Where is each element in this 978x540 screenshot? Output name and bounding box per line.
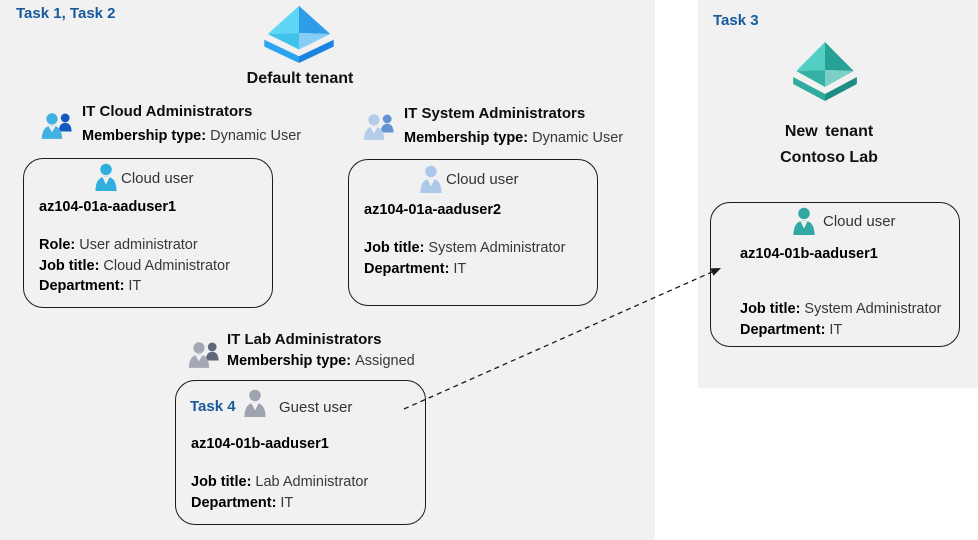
user-attributes: Job title:Lab Administrator Department:I… xyxy=(191,472,368,513)
azure-ad-icon xyxy=(264,5,334,64)
user-type-label: Cloud user xyxy=(121,170,194,187)
username: az104-01b-aaduser1 xyxy=(191,436,329,452)
group-title-system-admins: IT System Administrators xyxy=(404,105,586,122)
group-icon-system-admins xyxy=(363,114,394,140)
attribute-label: Department: xyxy=(39,278,125,294)
membership-value: Dynamic User xyxy=(210,128,302,144)
attribute-row: Role:User administrator xyxy=(39,235,230,256)
user-type-label: Cloud user xyxy=(823,213,896,230)
user-attributes: Job title:System Administrator Departmen… xyxy=(740,299,941,340)
attribute-label: Department: xyxy=(740,321,826,338)
username: az104-01a-aaduser2 xyxy=(364,202,502,218)
attribute-row: Department:IT xyxy=(39,276,230,297)
membership-label: Membership type: xyxy=(404,130,529,146)
task-4-label: Task 4 xyxy=(190,398,236,415)
membership-value: Assigned xyxy=(355,353,415,369)
attribute-value: Cloud Administrator xyxy=(103,257,230,274)
new-tenant-title-line1: New tenant xyxy=(784,123,874,140)
user-attributes: Role:User administrator Job title:Cloud … xyxy=(39,235,230,297)
group-title-lab-admins: IT Lab Administrators xyxy=(227,331,382,348)
user-card-new-tenant-aaduser1: Cloud user az104-01b-aaduser1 Job title:… xyxy=(710,202,960,347)
membership-label: Membership type: xyxy=(82,128,207,144)
attribute-label: Job title: xyxy=(364,240,425,256)
attribute-label: Job title: xyxy=(191,474,252,490)
default-tenant-panel xyxy=(0,0,655,540)
membership-value: Dynamic User xyxy=(532,130,624,146)
membership-label: Membership type: xyxy=(227,353,352,369)
attribute-row: Job title:Lab Administrator xyxy=(191,472,368,493)
attribute-value: User administrator xyxy=(79,237,198,253)
attribute-row: Department:IT xyxy=(364,259,565,280)
attribute-row: Job title:System Administrator xyxy=(364,238,565,259)
user-type-label: Guest user xyxy=(279,399,353,416)
attribute-value: IT xyxy=(829,321,843,338)
attribute-value: Lab Administrator xyxy=(255,474,369,490)
guest-user-icon xyxy=(244,389,266,417)
attribute-value: IT xyxy=(280,494,294,511)
attribute-label: Role: xyxy=(39,237,76,253)
cloud-user-icon xyxy=(95,163,117,191)
task-1-2-label: Task 1, Task 2 xyxy=(16,5,116,22)
attribute-label: Department: xyxy=(364,260,450,277)
attribute-row: Job title:Cloud Administrator xyxy=(39,256,230,277)
attribute-label: Job title: xyxy=(740,301,801,317)
membership-type-cloud-admins: Membership type:Dynamic User xyxy=(82,128,301,144)
attribute-row: Department:IT xyxy=(740,320,941,341)
user-card-aaduser2: Cloud user az104-01a-aaduser2 Job title:… xyxy=(348,159,598,306)
task-3-label: Task 3 xyxy=(713,12,759,29)
user-card-aaduser1: Cloud user az104-01a-aaduser1 Role:User … xyxy=(23,158,273,308)
username: az104-01b-aaduser1 xyxy=(740,246,878,262)
attribute-value: System Administrator xyxy=(804,301,942,317)
cloud-user-icon xyxy=(420,165,442,193)
new-tenant-title-line2: Contoso Lab xyxy=(780,149,878,166)
user-type-label: Cloud user xyxy=(446,171,519,188)
cloud-user-icon xyxy=(793,207,815,235)
membership-type-lab-admins: Membership type:Assigned xyxy=(227,353,415,369)
attribute-value: IT xyxy=(128,278,142,294)
attribute-value: IT xyxy=(453,260,467,277)
group-title-cloud-admins: IT Cloud Administrators xyxy=(82,103,253,120)
attribute-label: Job title: xyxy=(39,257,100,274)
azure-ad-icon-teal xyxy=(793,42,857,101)
membership-type-system-admins: Membership type:Dynamic User xyxy=(404,130,623,146)
attribute-value: System Administrator xyxy=(428,240,566,256)
attribute-row: Job title:System Administrator xyxy=(740,299,941,320)
group-icon-cloud-admins xyxy=(41,113,72,139)
user-card-guest-aaduser1: Task 4 Guest user az104-01b-aaduser1 Job… xyxy=(175,380,426,525)
group-icon-lab-admins xyxy=(188,342,219,368)
user-attributes: Job title:System Administrator Departmen… xyxy=(364,238,565,279)
username: az104-01a-aaduser1 xyxy=(39,199,177,215)
attribute-row: Department:IT xyxy=(191,493,368,514)
attribute-label: Department: xyxy=(191,494,277,511)
default-tenant-title: Default tenant xyxy=(246,70,354,87)
